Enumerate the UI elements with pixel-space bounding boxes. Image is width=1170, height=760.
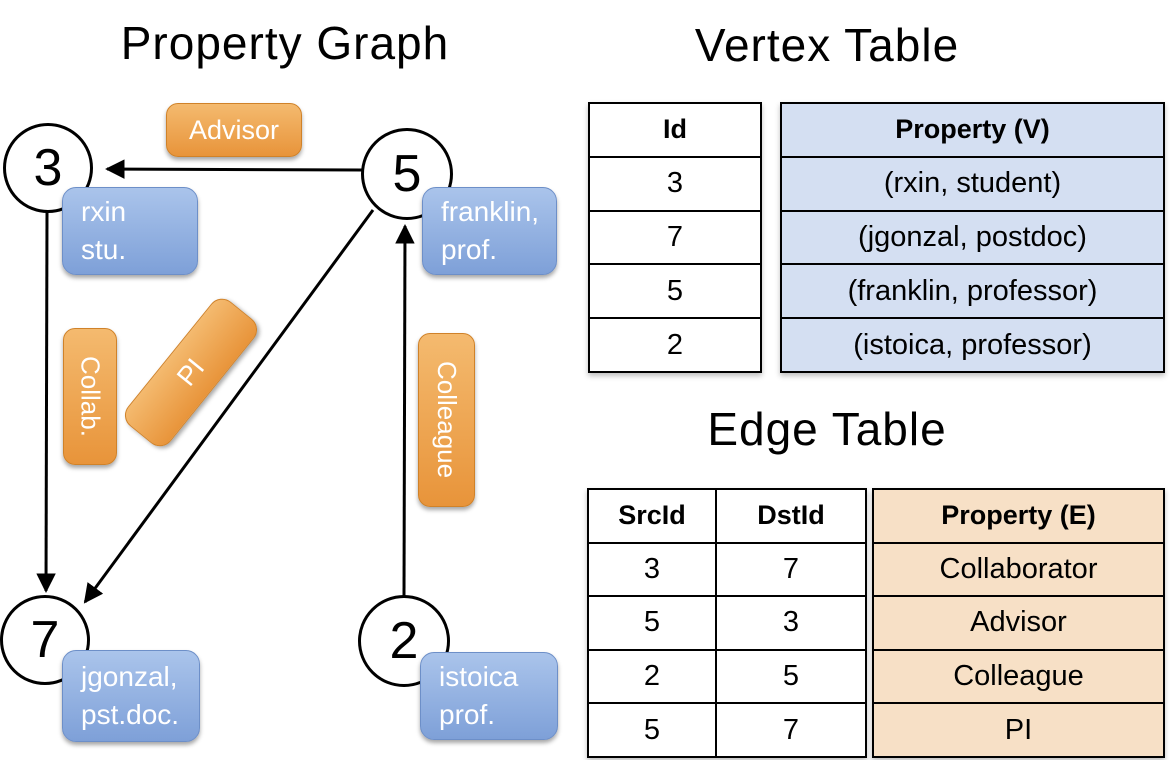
vertex-table-property-cell: (franklin, professor) [782,263,1163,318]
vertex-table-property-column: Property (V) (rxin, student) (jgonzal, p… [780,102,1165,373]
edge-table-row: 5 3 [589,595,865,649]
edge-label-advisor: Advisor [166,103,302,157]
node-2-property-box: istoica prof. [420,652,558,740]
node-id-label: 7 [30,611,60,669]
property-line: stu. [81,234,127,265]
edge-table-id-columns: SrcId DstId 3 7 5 3 2 5 5 7 [587,488,867,758]
edge-table-dstid-cell: 7 [782,552,800,585]
property-line: rxin [81,196,127,228]
property-line: jgonzal, [81,661,178,693]
graph-node-3: 3 [3,123,93,213]
edge-collab-3-to-7 [36,211,56,593]
edge-table-srcid-cell: 5 [589,597,717,649]
vertex-table-property-cell: (jgonzal, postdoc) [782,209,1163,264]
node-id-label: 2 [389,612,419,670]
node-7-property-box: jgonzal, pst.doc. [62,650,200,742]
edge-table-property-cell: PI [874,702,1163,756]
property-line: franklin, [441,196,540,228]
edge-pi-5-to-7 [83,209,375,604]
edge-table-property-column: Property (E) Collaborator Advisor Collea… [872,488,1165,758]
node-5-property-box: franklin, prof. [422,187,557,275]
vertex-table-id-header: Id [663,114,687,145]
edge-table-dstid-cell: 3 [782,606,800,639]
node-3-property-box: rxin stu. [62,187,198,275]
vertex-table-id-cell: 3 [590,155,760,210]
property-line: prof. [439,699,496,730]
edge-table-property-cell: Colleague [874,648,1163,703]
node-id-label: 5 [392,145,422,203]
graph-node-5: 5 [361,128,453,220]
edge-table-srcid-cell: 5 [589,704,717,756]
edge-table-srcid-cell: 2 [589,650,717,703]
vertex-table-property-header: Property (V) [782,104,1163,156]
edge-table-srcid-header: SrcId [589,490,717,542]
edge-table-dstid-cell: 5 [782,660,800,693]
edge-table-row: 3 7 [589,541,865,596]
edge-table-property-cell: Collaborator [874,541,1163,596]
vertex-table-id-cell: 5 [590,263,760,317]
edge-table-property-header: Property (E) [874,490,1163,542]
edge-table-property-cell: Advisor [874,595,1163,649]
edge-table-srcid-cell: 3 [589,543,717,596]
edge-advisor-5-to-3 [105,159,363,179]
edge-table-dstid-header: DstId [757,500,825,531]
property-line: pst.doc. [81,699,180,730]
vertex-table-id-cell: 7 [590,209,760,264]
vertex-table-property-cell: (rxin, student) [782,155,1163,210]
node-id-label: 3 [33,139,63,197]
edge-label-collab: Collab. [63,328,117,465]
edge-table-title: Edge Table [707,403,947,455]
vertex-table-property-cell: (istoica, professor) [782,317,1163,371]
vertex-table-id-cell: 2 [590,317,760,371]
property-line: prof. [441,234,498,265]
vertex-table-id-column: Id 3 7 5 2 [588,102,762,373]
vertex-table-title: Vertex Table [694,19,960,71]
edge-table-row: 2 5 [589,648,865,703]
edge-table-dstid-cell: 7 [782,713,800,746]
edge-table-header-row: SrcId DstId [589,490,865,542]
graph-title: Property Graph [120,17,450,69]
edge-colleague-2-to-5 [395,224,415,597]
edge-table-row: 5 7 [589,702,865,756]
property-line: istoica [439,661,519,693]
edge-label-colleague: Colleague [418,333,475,507]
